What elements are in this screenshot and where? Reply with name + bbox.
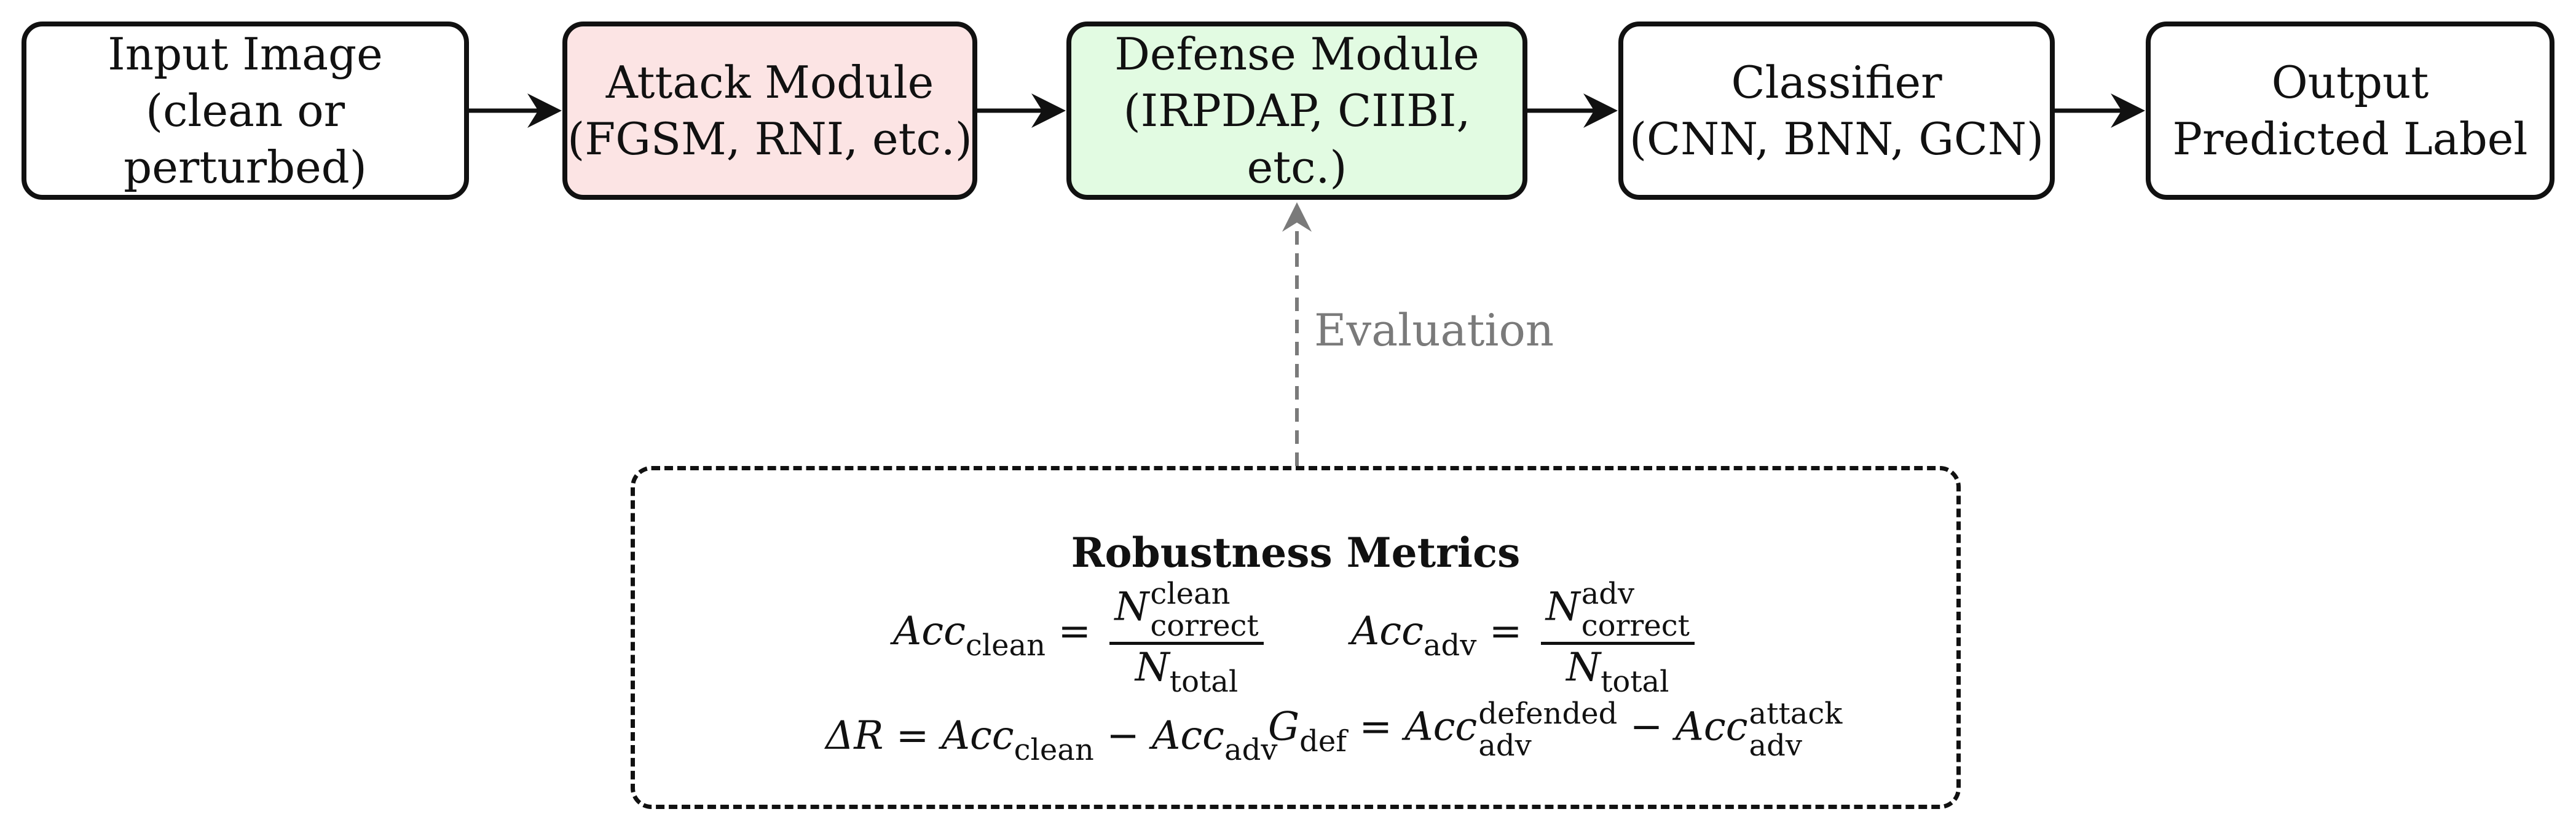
equals-sign: = bbox=[1058, 609, 1092, 654]
defense-module-title: Defense Module bbox=[1114, 28, 1479, 80]
classifier-node: Classifier (CNN, BNN, GCN) bbox=[1618, 22, 2055, 200]
clean-superscript: clean bbox=[1150, 577, 1231, 611]
equals-sign: = bbox=[1489, 609, 1522, 654]
metrics-title: Robustness Metrics bbox=[1071, 529, 1521, 577]
equals-sign: = bbox=[896, 713, 929, 759]
input-image-node: Input Image (clean or perturbed) bbox=[22, 22, 469, 200]
correct-subscript: correct bbox=[1581, 609, 1690, 643]
defense-module-node: Defense Module (IRPDAP, CIIBI, etc.) bbox=[1066, 22, 1527, 200]
clean-subscript: clean bbox=[965, 628, 1046, 663]
minus-sign: − bbox=[1106, 713, 1140, 759]
g-symbol: G bbox=[1268, 704, 1300, 750]
acc-symbol: Acc bbox=[1675, 704, 1748, 750]
clean-subscript: clean bbox=[1014, 733, 1094, 767]
adv-subscript: adv bbox=[1224, 733, 1278, 767]
fraction-bar bbox=[1540, 642, 1695, 645]
acc-symbol: Acc bbox=[941, 713, 1014, 759]
attack-module-subtitle: (FGSM, RNI, etc.) bbox=[567, 113, 972, 165]
acc-symbol: Acc bbox=[1152, 713, 1225, 759]
attack-superscript: attack bbox=[1749, 697, 1843, 731]
acc-symbol: Acc bbox=[893, 609, 966, 654]
acc-symbol: Acc bbox=[1404, 704, 1478, 750]
adv-subscript: adv bbox=[1749, 728, 1803, 763]
equals-sign: = bbox=[1359, 704, 1392, 750]
output-subtitle: Predicted Label bbox=[2172, 113, 2528, 165]
minus-sign: − bbox=[1629, 704, 1663, 750]
adv-subscript: adv bbox=[1478, 728, 1532, 763]
correct-subscript: correct bbox=[1150, 609, 1259, 643]
total-subscript: total bbox=[1169, 665, 1239, 699]
acc-symbol: Acc bbox=[1351, 609, 1424, 654]
output-node: Output Predicted Label bbox=[2146, 22, 2554, 200]
evaluation-label: Evaluation bbox=[1314, 304, 1554, 356]
attack-module-node: Attack Module (FGSM, RNI, etc.) bbox=[562, 22, 977, 200]
n-symbol: N bbox=[1135, 645, 1170, 690]
defense-module-subtitle: (IRPDAP, CIIBI, etc.) bbox=[1123, 85, 1471, 193]
attack-module-title: Attack Module bbox=[605, 57, 934, 108]
output-title: Output bbox=[2271, 57, 2429, 108]
n-symbol: N bbox=[1114, 584, 1149, 630]
input-image-subtitle: (clean or perturbed) bbox=[124, 85, 367, 193]
adv-subscript: adv bbox=[1423, 628, 1477, 663]
adv-superscript: adv bbox=[1581, 577, 1635, 611]
n-symbol: N bbox=[1545, 584, 1580, 630]
classifier-title: Classifier bbox=[1731, 57, 1942, 108]
delta-r-symbol: ΔR bbox=[825, 713, 884, 759]
fraction-bar bbox=[1109, 642, 1264, 645]
defended-superscript: defended bbox=[1478, 697, 1618, 731]
n-symbol: N bbox=[1566, 645, 1601, 690]
delta-r-formula: ΔR = Accclean − Accadv bbox=[825, 713, 1277, 767]
total-subscript: total bbox=[1601, 665, 1669, 699]
classifier-subtitle: (CNN, BNN, GCN) bbox=[1629, 113, 2044, 165]
input-image-title: Input Image bbox=[108, 28, 383, 80]
def-subscript: def bbox=[1299, 724, 1347, 759]
